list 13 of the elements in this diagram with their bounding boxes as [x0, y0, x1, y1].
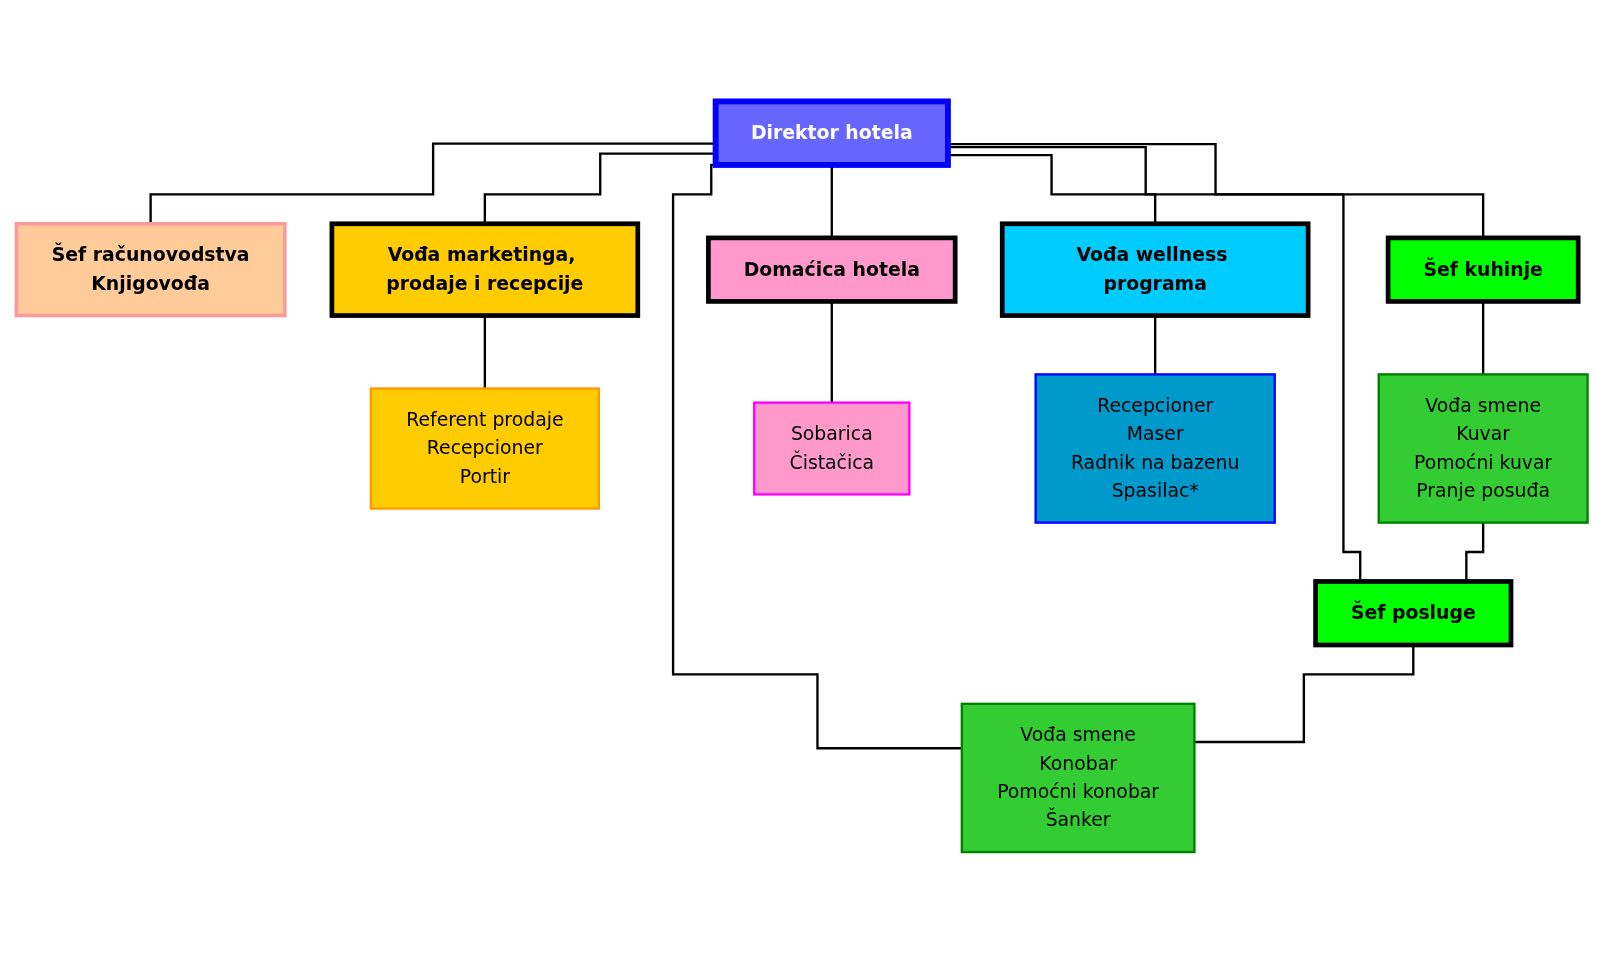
node-box: Šef posluge [1313, 579, 1514, 648]
connector [671, 164, 962, 750]
node-box: Vođa smene Konobar Pomoćni konobar Šanker [960, 702, 1196, 854]
node-box: Recepcioner Maser Radnik na bazenu Spasilac* [1034, 373, 1276, 525]
node-box: Referent prodaje Recepcioner Portir [369, 387, 600, 510]
node-box: Šef računovodstva Knjigovođa [14, 222, 287, 318]
node-box: Vođa smene Kuvar Pomoćni kuvar Pranje posuđa [1377, 373, 1589, 525]
node-box: Šef kuhinje [1385, 235, 1581, 305]
node-box: Vođa marketinga, prodaje i recepcije [329, 221, 641, 319]
node-box: Sobarica Čistačica [753, 401, 911, 496]
node-box: Domaćica hotela [706, 235, 958, 305]
node-box: Vođa wellness programa [999, 221, 1311, 319]
node-box: Direktor hotela [712, 98, 951, 169]
